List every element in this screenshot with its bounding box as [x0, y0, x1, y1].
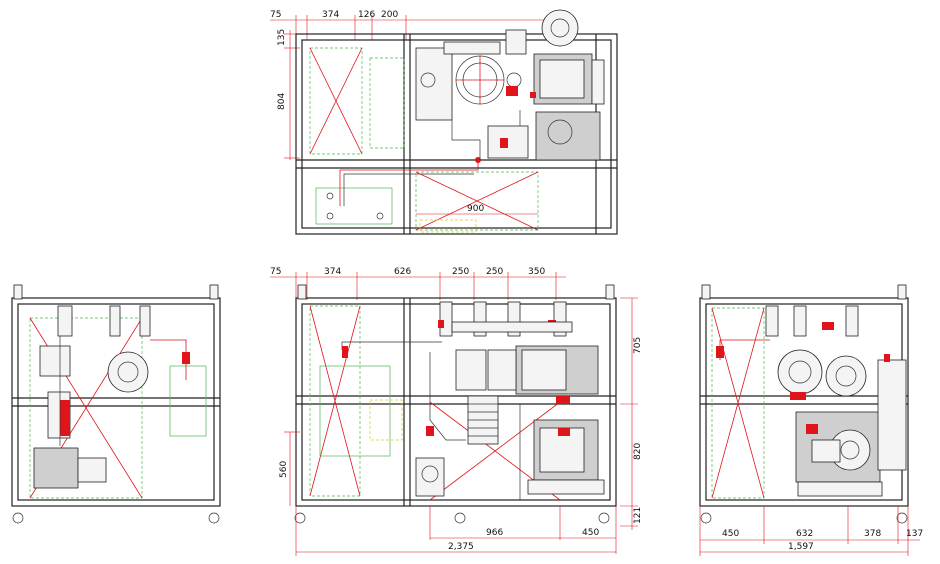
front-dim-350: 350 — [528, 267, 545, 277]
front-dim-250a: 250 — [452, 267, 469, 277]
right-dim-total: 1,597 — [788, 542, 814, 552]
right-dim-632: 632 — [796, 529, 813, 539]
front-dim-121: 121 — [633, 507, 643, 524]
front-dim-450: 450 — [582, 528, 599, 538]
front-dim-705: 705 — [633, 337, 643, 354]
left-view — [11, 284, 221, 524]
top-dim-126: 126 — [358, 10, 375, 20]
top-dim-374: 374 — [322, 10, 339, 20]
top-dim-804: 804 — [277, 93, 287, 110]
front-dim-820: 820 — [633, 443, 643, 460]
top-dim-200: 200 — [381, 10, 398, 20]
right-view: 450 632 378 137 1,597 — [699, 284, 923, 556]
front-dim-374: 374 — [324, 267, 341, 277]
front-dim-560: 560 — [279, 461, 289, 478]
front-view: 75 374 626 250 250 350 — [270, 267, 643, 556]
top-dim-75: 75 — [270, 10, 281, 20]
right-dim-450: 450 — [722, 529, 739, 539]
right-dim-137: 137 — [906, 529, 923, 539]
right-dim-378: 378 — [864, 529, 881, 539]
top-view: 75 374 126 200 135 804 — [270, 9, 618, 235]
front-dim-966: 966 — [486, 528, 503, 538]
front-dim-total: 2,375 — [448, 542, 474, 552]
front-dim-75: 75 — [270, 267, 281, 277]
top-dim-900: 900 — [467, 204, 484, 214]
front-dim-626: 626 — [394, 267, 411, 277]
top-dim-135: 135 — [277, 29, 287, 46]
front-dim-250b: 250 — [486, 267, 503, 277]
